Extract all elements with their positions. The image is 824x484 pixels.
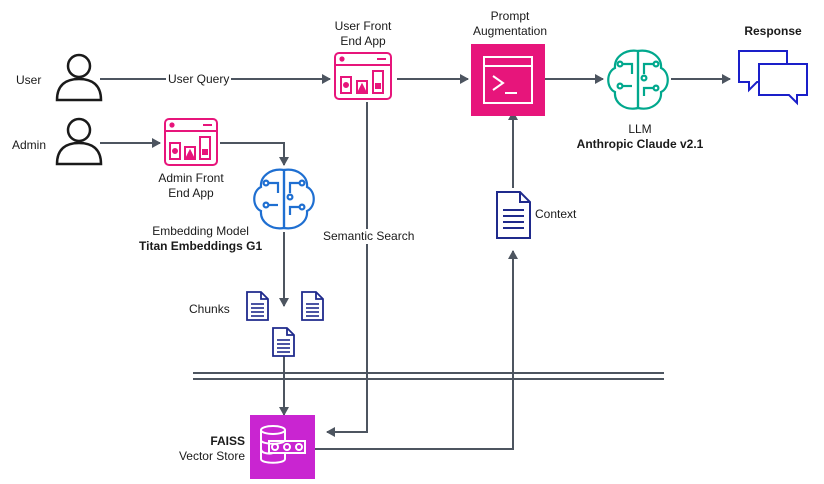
admin-frontend-app-icon <box>164 118 218 166</box>
admin-frontend-app-label: Admin Front End App <box>158 171 223 201</box>
faiss-vector-store-icon <box>250 415 315 479</box>
admin-person-icon <box>55 117 103 166</box>
prompt-augmentation-icon <box>471 44 545 116</box>
user-query-label: User Query <box>166 72 232 87</box>
edge-admin-app-to-embedding <box>220 142 289 166</box>
user-frontend-app-icon <box>334 52 392 100</box>
chunks-label: Chunks <box>189 302 230 316</box>
response-chat-icon <box>738 50 808 106</box>
chunk-document-icon <box>246 291 269 321</box>
llm-brain-icon <box>607 49 669 110</box>
embedding-model-label-line1: Embedding Model <box>152 224 249 238</box>
vector-store-name: FAISS <box>210 434 245 448</box>
llm-model-name: Anthropic Claude v2.1 <box>576 137 704 151</box>
user-actor-label: User <box>16 73 42 87</box>
context-label: Context <box>535 207 577 221</box>
embedding-model-brain-icon <box>253 168 315 230</box>
response-label: Response <box>744 24 802 38</box>
embedding-model-label: Embedding Model Titan Embeddings G1 <box>139 224 262 254</box>
chunk-document-icon <box>301 291 324 321</box>
chunk-document-icon <box>272 327 295 357</box>
admin-frontend-app-label-line1: Admin Front <box>158 171 224 185</box>
prompt-augmentation-label-line1: Prompt <box>490 9 530 23</box>
llm-label: LLM Anthropic Claude v2.1 <box>577 122 704 152</box>
edge-vector-store-to-context <box>315 250 518 450</box>
edge-semantic-search <box>326 102 368 437</box>
admin-frontend-app-label-line2: End App <box>168 186 214 200</box>
prompt-augmentation-label-line2: Augmentation <box>472 24 548 38</box>
connectors <box>100 74 731 450</box>
user-frontend-app-label: User Front End App <box>335 19 392 49</box>
embedding-model-name: Titan Embeddings G1 <box>139 239 263 253</box>
prompt-augmentation-label: Prompt Augmentation <box>473 9 547 39</box>
llm-label-line1: LLM <box>628 122 652 136</box>
context-document-icon <box>496 191 531 239</box>
semantic-search-label: Semantic Search <box>321 229 417 244</box>
user-frontend-app-label-line2: End App <box>340 34 386 48</box>
admin-actor-label: Admin <box>12 138 47 152</box>
vector-store-type: Vector Store <box>178 449 245 463</box>
user-frontend-app-label-line1: User Front <box>334 19 392 33</box>
double-divider <box>193 372 664 380</box>
user-person-icon <box>55 53 103 102</box>
vector-store-label: FAISS Vector Store <box>165 434 245 464</box>
